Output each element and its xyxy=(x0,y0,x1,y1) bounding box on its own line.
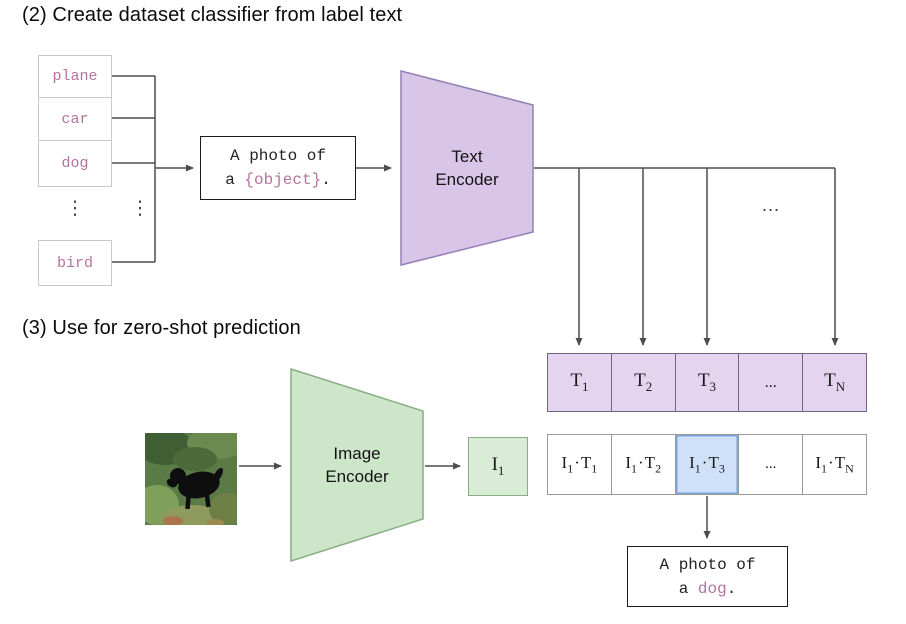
image-encoder-label: Image Encoder xyxy=(290,368,424,562)
prompt-line2: a {object}. xyxy=(225,168,331,192)
logit-i1t2: I1·T2 xyxy=(611,435,676,494)
class-label-plane: plane xyxy=(38,55,112,98)
prompt-line1: A photo of xyxy=(230,144,326,168)
prediction-line2-pre: a xyxy=(678,579,698,598)
class-label-dog: dog xyxy=(38,140,112,187)
class-label-car: car xyxy=(38,97,112,141)
class-label-dog-text: dog xyxy=(61,155,89,172)
label-list-ellipsis-right: ⋮ xyxy=(130,197,150,219)
text-encoder-label: Text Encoder xyxy=(400,70,534,266)
class-label-plane-text: plane xyxy=(52,68,98,85)
logits-row: I1·T1 I1·T2 I1·T3 ... I1·TN xyxy=(547,434,867,495)
logit-i1t3-highlighted: I1·T3 xyxy=(675,435,740,494)
class-label-bird: bird xyxy=(38,240,112,286)
dog-photo-art xyxy=(135,427,247,533)
text-encoder-label-text: Text Encoder xyxy=(435,147,499,189)
class-label-bird-text: bird xyxy=(56,254,93,272)
prediction-line1: A photo of xyxy=(659,553,755,577)
prediction-line1-text: A photo of xyxy=(659,555,756,574)
label-list-ellipsis-left: ⋮ xyxy=(65,197,85,219)
t3-sub: 3 xyxy=(709,378,717,394)
logit-i1t1: I1·T1 xyxy=(548,435,612,494)
input-dog-photo xyxy=(135,427,247,533)
fanout-ellipsis: ... xyxy=(761,195,780,215)
section3-title: (3) Use for zero-shot prediction xyxy=(22,317,301,339)
text-encoder-shape xyxy=(400,70,534,266)
prompt-line2-post: . xyxy=(321,171,331,189)
text-embedding-tn: TN xyxy=(803,354,866,411)
text-embedding-t2: T2 xyxy=(611,354,676,411)
i1-base: I xyxy=(491,454,498,476)
prediction-box: A photo of a dog. xyxy=(627,546,788,607)
image-encoder-shape xyxy=(290,367,424,563)
i1-sub: 1 xyxy=(497,462,505,478)
text-embedding-t3: T3 xyxy=(675,354,740,411)
text-embedding-row: T1 T2 T3 ... TN xyxy=(547,353,867,412)
tn-base: T xyxy=(824,370,836,392)
prompt-object-token: {object} xyxy=(244,171,322,189)
prompt-line2-pre: a xyxy=(225,171,245,189)
text-encoder: Text Encoder xyxy=(400,70,534,266)
t2-sub: 2 xyxy=(645,378,653,394)
logit-i1tn: I1·TN xyxy=(803,435,866,494)
prediction-object: dog xyxy=(697,579,727,598)
prediction-line2: a dog. xyxy=(679,577,737,601)
prompt-template-box: A photo of a {object}. xyxy=(200,136,356,200)
section2-title: (2) Create dataset classifier from label… xyxy=(22,4,403,26)
text-embedding-ellipsis: ... xyxy=(739,354,804,411)
t2-base: T xyxy=(634,370,646,392)
t1-base: T xyxy=(570,370,582,392)
image-embedding-i1: I1 xyxy=(468,437,528,496)
prompt-line1-text: A photo of xyxy=(229,147,326,165)
logit-ellipsis: ... xyxy=(739,435,804,494)
class-label-car-text: car xyxy=(61,110,89,128)
prediction-line2-post: . xyxy=(726,579,737,598)
image-encoder: Image Encoder xyxy=(290,367,424,563)
image-encoder-label-text: Image Encoder xyxy=(325,444,389,486)
t1-sub: 1 xyxy=(581,378,589,394)
tn-sub: N xyxy=(835,378,846,394)
text-embedding-t1: T1 xyxy=(548,354,612,411)
t3-base: T xyxy=(697,370,710,392)
